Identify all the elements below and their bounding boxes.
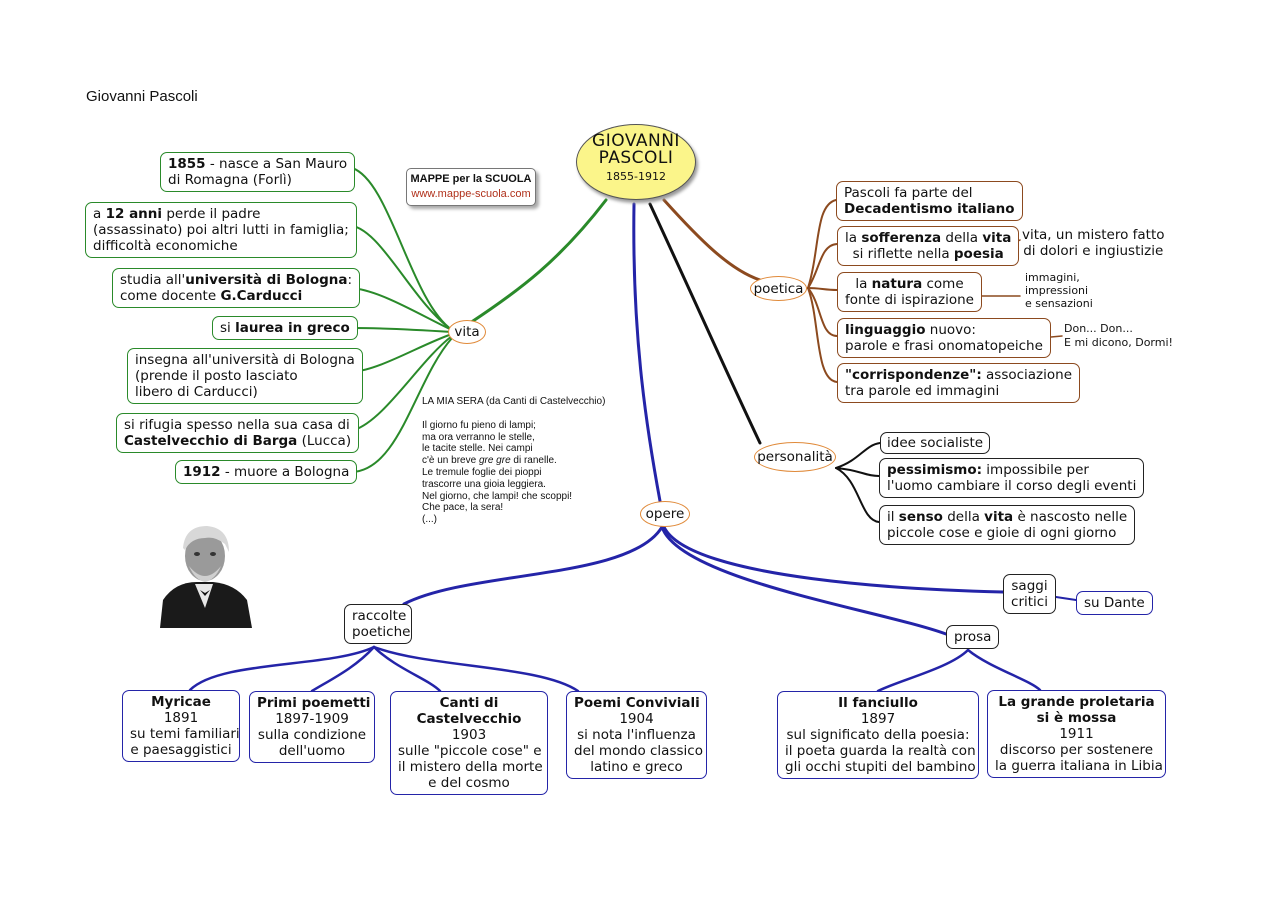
logo-line-2: www.mappe-scuola.com bbox=[411, 188, 531, 200]
vita-node-castelvecchio[interactable]: si rifugia spesso nella sua casa di Cast… bbox=[116, 413, 360, 453]
link-raccolte-primi bbox=[310, 645, 376, 693]
logo-line-1: MAPPE per la SCUOLA bbox=[410, 173, 532, 185]
hub-opere[interactable]: opere bbox=[640, 501, 690, 527]
hub-vita[interactable]: vita bbox=[448, 320, 486, 344]
link-pers-2 bbox=[835, 467, 880, 477]
link-opere-raccolte bbox=[402, 525, 664, 606]
work-primi-poemetti[interactable]: Primi poemetti 1897-1909 sulla condizion… bbox=[249, 691, 375, 763]
vita-node-laurea[interactable]: si laurea in greco bbox=[212, 316, 358, 340]
note-don-don: Don... Don... E mi dicono, Dormi! bbox=[1064, 322, 1173, 349]
link-poetica-1 bbox=[807, 199, 837, 289]
opere-node-su-dante[interactable]: su Dante bbox=[1076, 591, 1153, 615]
root-line-1: GIOVANNI bbox=[592, 131, 680, 151]
vita-node-insegna[interactable]: insegna all'università di Bologna (prend… bbox=[127, 348, 363, 404]
link-pers-1 bbox=[835, 442, 881, 469]
link-vita-2 bbox=[346, 224, 453, 331]
root-node-giovanni-pascoli[interactable]: GIOVANNI PASCOLI 1855-1912 bbox=[576, 124, 696, 200]
link-vita-7 bbox=[351, 337, 453, 473]
work-myricae[interactable]: Myricae 1891 su temi familiari e paesagg… bbox=[122, 690, 240, 762]
link-vita-4 bbox=[351, 327, 453, 333]
document-title: Giovanni Pascoli bbox=[86, 88, 198, 105]
link-opere-saggi bbox=[662, 525, 1005, 594]
link-root-personalita bbox=[648, 202, 762, 445]
link-poetica-2 bbox=[807, 243, 838, 289]
link-poetica-5 bbox=[807, 287, 838, 383]
link-root-opere bbox=[632, 202, 662, 503]
link-root-poetica bbox=[662, 198, 762, 282]
work-la-grande-proletaria[interactable]: La grande proletaria si è mossa 1911 dis… bbox=[987, 690, 1166, 778]
link-opere-prosa bbox=[660, 525, 948, 636]
poetica-node-decadentismo[interactable]: Pascoli fa parte del Decadentismo italia… bbox=[836, 181, 1023, 221]
hub-poetica[interactable]: poetica bbox=[750, 276, 807, 301]
link-prosa-proletaria bbox=[966, 648, 1042, 692]
hub-personalita[interactable]: personalità bbox=[754, 442, 836, 472]
personalita-node-pessimismo[interactable]: pessimismo: impossibile per l'uomo cambi… bbox=[879, 458, 1145, 498]
link-poetica-4 bbox=[807, 287, 838, 337]
work-poemi-conviviali[interactable]: Poemi Conviviali 1904 si nota l'influenz… bbox=[566, 691, 707, 779]
link-root-vita bbox=[468, 198, 608, 325]
link-vita-5 bbox=[351, 333, 453, 373]
poetica-node-sofferenza[interactable]: la sofferenza della vita si riflette nel… bbox=[837, 226, 1020, 266]
work-canti-di-castelvecchio[interactable]: Canti di Castelvecchio 1903 sulle "picco… bbox=[390, 691, 548, 795]
link-raccolte-canti bbox=[372, 645, 442, 693]
root-dates: 1855-1912 bbox=[606, 170, 666, 183]
link-poetica-3 bbox=[807, 287, 838, 291]
personalita-node-senso-vita[interactable]: il senso della vita è nascosto nelle pic… bbox=[879, 505, 1136, 545]
link-saggi-dante bbox=[1055, 596, 1077, 601]
personalita-node-socialiste[interactable]: idee socialiste bbox=[880, 432, 991, 454]
link-vita-1 bbox=[351, 167, 453, 331]
opere-node-saggi[interactable]: saggi critici bbox=[1003, 574, 1056, 614]
mappe-scuola-logo[interactable]: MAPPE per la SCUOLA www.mappe-scuola.com bbox=[406, 168, 536, 206]
opere-node-raccolte[interactable]: raccolte poetiche bbox=[344, 604, 412, 644]
poem-la-mia-sera: LA MIA SERA (da Canti di Castelvecchio) … bbox=[422, 396, 606, 526]
note-immagini: immagini, impressioni e sensazioni bbox=[1025, 271, 1093, 310]
link-raccolte-myricae bbox=[188, 645, 376, 692]
vita-node-padre[interactable]: a 12 anni perde il padre (assassinato) p… bbox=[85, 202, 357, 258]
poetica-node-natura[interactable]: la natura come fonte di ispirazione bbox=[837, 272, 982, 312]
vita-node-universita[interactable]: studia all'università di Bologna: come d… bbox=[112, 268, 361, 308]
link-vita-3 bbox=[350, 287, 453, 331]
poetica-node-linguaggio[interactable]: linguaggio nuovo: parole e frasi onomato… bbox=[837, 318, 1051, 358]
poem-title: LA MIA SERA (da Canti di Castelvecchio) bbox=[422, 396, 606, 407]
poetica-node-corrispondenze[interactable]: "corrispondenze": associazione tra parol… bbox=[837, 363, 1081, 403]
link-pers-3 bbox=[835, 467, 880, 523]
link-raccolte-poemi bbox=[372, 645, 580, 693]
vita-node-nascita[interactable]: 1855 - nasce a San Mauro di Romagna (For… bbox=[160, 152, 356, 192]
note-vita-mistero: vita, un mistero fatto di dolori e ingiu… bbox=[1022, 227, 1165, 259]
opere-node-prosa[interactable]: prosa bbox=[946, 625, 1000, 649]
portrait-image bbox=[160, 526, 252, 628]
work-il-fanciullo[interactable]: Il fanciullo 1897 sul significato della … bbox=[777, 691, 979, 779]
link-vita-6 bbox=[353, 335, 453, 431]
root-line-2: PASCOLI bbox=[598, 148, 674, 168]
vita-node-morte[interactable]: 1912 - muore a Bologna bbox=[175, 460, 358, 484]
link-prosa-fanciullo bbox=[876, 648, 970, 693]
